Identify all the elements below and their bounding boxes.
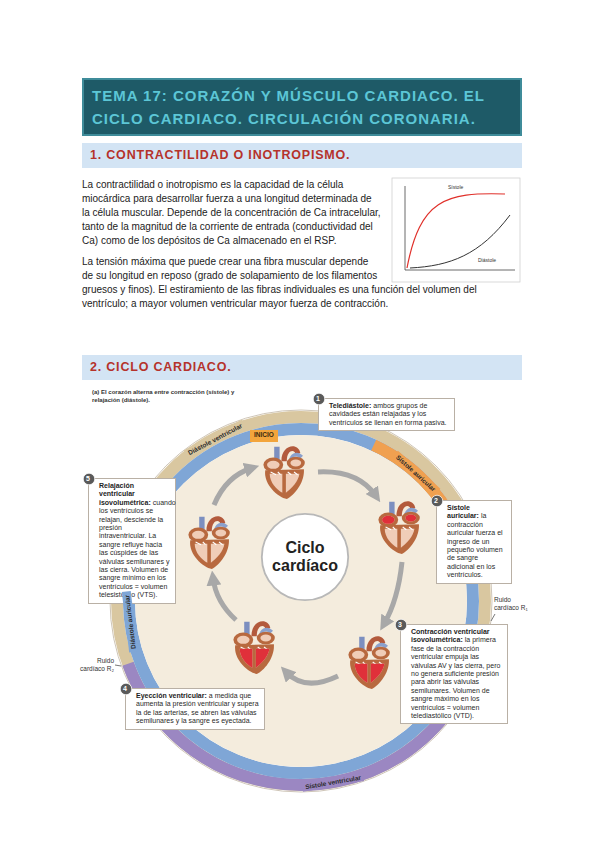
node-text: 3 — [395, 619, 405, 631]
drawing-part — [286, 672, 338, 683]
node-text: 4 — [120, 683, 130, 695]
figure-caption: (a) El corazón alterna entre contracción… — [92, 389, 242, 404]
callout-body: la contracción auricular fuerza el ingre… — [447, 512, 503, 578]
heart-isovolumetric-relaxation — [188, 516, 229, 569]
callout-box: Telediástole:ambos grupos de cavidades e… — [318, 398, 455, 431]
heart-atrial-systole — [378, 501, 419, 554]
node-text: 2. CICLO CARDIACO. — [90, 360, 514, 375]
drawing-part — [407, 194, 505, 268]
callout-number: 2 — [431, 495, 443, 507]
callout-heading: Eyección ventricular: — [136, 692, 207, 699]
drawing-part — [188, 516, 229, 569]
curve-label: Sístole — [448, 184, 463, 190]
text-flow: La contractilidad o inotropismo es la ca… — [82, 178, 522, 311]
node-text: Ciclo cardíaco — [260, 539, 350, 575]
drawing-part — [392, 178, 520, 282]
heart-isovolumetric-contraction — [348, 636, 389, 689]
drawing-part — [384, 562, 402, 624]
contractility-graph — [392, 178, 520, 282]
drawing-part — [382, 515, 416, 524]
center-circle: Ciclo cardíaco — [260, 512, 350, 602]
node-text: 2 — [431, 495, 441, 507]
callout-body: la primera fase de la contracción ventri… — [411, 636, 500, 719]
leader-line — [491, 614, 495, 621]
node-text: 1 — [313, 393, 323, 405]
drawing-part — [318, 472, 376, 496]
node-text: 1. CONTRACTILIDAD O INOTROPISMO. — [90, 148, 514, 163]
title-band: TEMA 17: CORAZÓN Y MÚSCULO CARDIACO. EL … — [82, 78, 522, 136]
graph-spacer — [382, 178, 522, 282]
leader-line — [115, 665, 121, 666]
callout-number: 1 — [313, 393, 325, 405]
circle-shape — [431, 495, 443, 507]
start-tag: INICIO — [250, 430, 278, 442]
heart-sound-label: Ruido cardíaco R₁ — [494, 596, 536, 612]
callout-number: 3 — [395, 619, 407, 631]
drawing-part — [72, 372, 529, 829]
callout-body: cuando los ventrículos se relajan, desci… — [99, 499, 176, 598]
drawing-part — [233, 621, 274, 674]
drawing-part — [240, 649, 270, 668]
page-title: TEMA 17: CORAZÓN Y MÚSCULO CARDIACO. EL … — [92, 84, 512, 130]
circle-shape — [83, 473, 95, 485]
heart-ejection — [233, 621, 274, 674]
callout-number: 4 — [120, 683, 132, 695]
section-band: 2. CICLO CARDIACO. — [82, 355, 522, 380]
drawing-part — [410, 215, 510, 268]
cycle-wheel — [72, 372, 529, 829]
callout-box: Contracción ventricular isovolumétrica:l… — [400, 624, 508, 724]
callout-heading: Relajación ventricular isovolumétrica: — [99, 482, 151, 506]
drawing-part — [263, 446, 304, 499]
drawing-part — [214, 468, 252, 505]
section-band: 1. CONTRACTILIDAD O INOTROPISMO. — [82, 143, 522, 168]
drawing-part — [355, 664, 385, 683]
drawing-part — [405, 186, 515, 270]
callout-heading: Sístole auricular: — [447, 504, 479, 519]
callout-box: Relajación ventricular isovolumétrica:cu… — [88, 478, 176, 604]
heart-sound-label: Ruido cardíaco R₂ — [72, 657, 114, 673]
cycle-arrows — [213, 468, 402, 683]
drawing-part — [213, 578, 236, 620]
drawing-part — [378, 501, 419, 554]
curve-label: Diástole — [478, 257, 496, 263]
drawing-part — [348, 636, 389, 689]
drawing-part — [88, 388, 514, 814]
callout-box: Sístole auricular:la contracción auricul… — [436, 500, 512, 584]
callout-number: 5 — [83, 473, 95, 485]
circle-shape — [120, 683, 132, 695]
callout-heading: Telediástole: — [329, 402, 371, 409]
node-text: INICIO — [254, 431, 274, 439]
callout-box: Eyección ventricular:a medida que aument… — [125, 688, 265, 730]
heart-telediastole — [263, 446, 304, 499]
circle-shape — [395, 619, 407, 631]
circle-shape — [313, 393, 325, 405]
paragraph: La tensión máxima que puede crear una fi… — [82, 255, 522, 311]
node-text: 5 — [83, 473, 93, 485]
